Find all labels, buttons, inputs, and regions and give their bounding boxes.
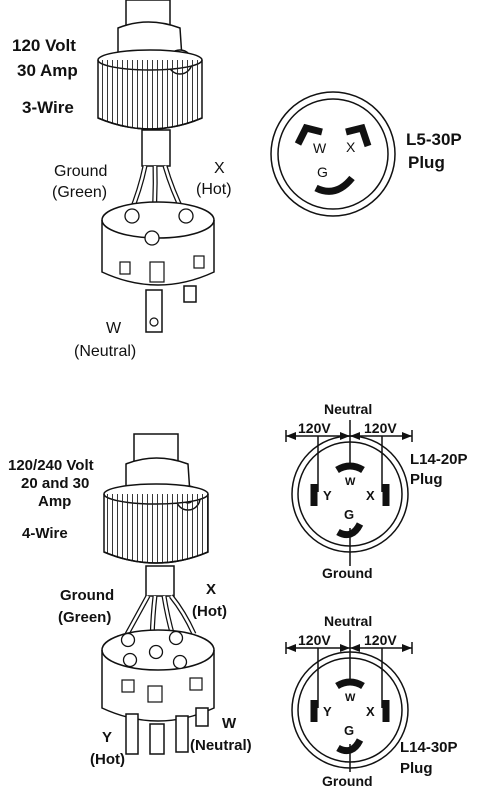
l5-30p-face — [270, 91, 396, 217]
bottom-spec-amperage-1: 20 and 30 — [21, 475, 89, 492]
l14-30p-plug-word: Plug — [400, 760, 433, 777]
top-ground-label: Ground — [54, 163, 107, 180]
bottom-ground-color: (Green) — [58, 609, 111, 626]
l5-30p-terminal-w: W — [313, 140, 327, 156]
l14-30p-ground-label: Ground — [322, 773, 373, 789]
l14-30p-face — [285, 630, 413, 772]
arrowhead-icon — [286, 644, 296, 652]
l14-20p-plug-word: Plug — [410, 471, 443, 488]
l14-30p-terminal-y: Y — [323, 704, 332, 719]
bottom-x-sub: (Hot) — [192, 603, 227, 620]
top-neutral-sub: (Neutral) — [74, 343, 136, 360]
l14-30p-g-blade — [336, 738, 364, 755]
top-hot-label: X — [214, 160, 225, 177]
l14-20p-right-voltage: 120V — [364, 420, 397, 436]
bottom-ground-label: Ground — [60, 587, 114, 604]
top-spec-amperage: 30 Amp — [17, 61, 78, 80]
top-neutral-label: W — [106, 320, 122, 337]
l14-30p-terminal-g: G — [344, 723, 354, 738]
bottom-w-label: W — [222, 715, 237, 732]
l14-30p-right-voltage: 120V — [364, 632, 397, 648]
arrowhead-icon — [350, 432, 360, 440]
l5-30p-plug-name: L5-30P — [406, 130, 462, 149]
l5-30p-plug-word: Plug — [408, 153, 445, 172]
top-hot-sub: (Hot) — [196, 181, 232, 198]
l14-20p-neutral-label: Neutral — [324, 401, 372, 417]
arrowhead-icon — [286, 432, 296, 440]
plug-3wire-illustration — [97, 0, 215, 333]
l14-30p-neutral-label: Neutral — [324, 613, 372, 629]
l14-30p-terminal-x: X — [366, 704, 375, 719]
bottom-spec-amperage-2: Amp — [38, 493, 71, 510]
l14-30p-left-voltage: 120V — [298, 632, 331, 648]
l14-20p-ground-label: Ground — [322, 565, 373, 581]
top-ground-color: (Green) — [52, 184, 107, 201]
arrowhead-icon — [402, 432, 412, 440]
l14-20p-left-voltage: 120V — [298, 420, 331, 436]
l14-20p-terminal-g: G — [344, 507, 354, 522]
top-spec-wires: 3-Wire — [22, 98, 74, 117]
l14-20p-terminal-y: Y — [323, 488, 332, 503]
l5-30p-terminal-g: G — [317, 164, 328, 180]
l14-30p-terminal-w: W — [345, 692, 356, 704]
bottom-spec-voltage: 120/240 Volt — [8, 457, 94, 474]
l14-20p-plug-name: L14-20P — [410, 451, 468, 468]
l5-30p-terminal-x: X — [346, 139, 356, 155]
l5-30p-g-blade — [314, 175, 355, 195]
bottom-w-sub: (Neutral) — [190, 737, 252, 754]
top-spec-voltage: 120 Volt — [12, 36, 76, 55]
bottom-y-label: Y — [102, 729, 112, 746]
arrowhead-icon — [350, 644, 360, 652]
l14-20p-g-blade — [336, 522, 364, 539]
arrowhead-icon — [340, 644, 350, 652]
l14-20p-w-blade — [335, 462, 365, 474]
l5-30p-x-blade — [345, 123, 372, 148]
l5-30p-w-blade — [294, 123, 323, 146]
l14-20p-terminal-x: X — [366, 488, 375, 503]
bottom-y-sub: (Hot) — [90, 751, 125, 768]
plug-4wire-illustration — [101, 433, 215, 755]
bottom-x-label: X — [206, 581, 216, 598]
arrowhead-icon — [402, 644, 412, 652]
l14-30p-plug-name: L14-30P — [400, 739, 458, 756]
l14-20p-terminal-w: W — [345, 476, 356, 488]
arrowhead-icon — [340, 432, 350, 440]
l14-30p-w-blade — [335, 678, 365, 690]
l14-20p-face — [285, 420, 413, 566]
bottom-spec-wires: 4-Wire — [22, 525, 68, 542]
